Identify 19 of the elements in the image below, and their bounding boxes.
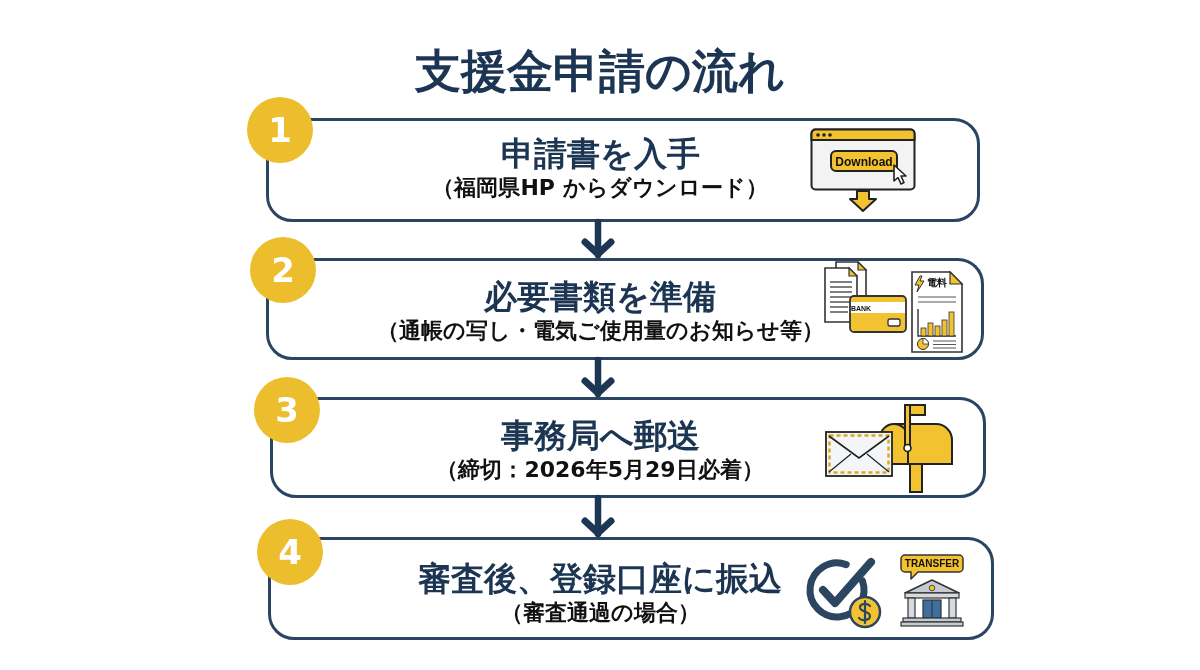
diagram-title: 支援金申請の流れ [415,44,785,100]
step-detail: （通帳の写し・電気ご使用量のお知らせ等） [376,317,824,346]
step-title: 申請書を入手 [500,133,700,175]
step-title: 事務局へ郵送 [500,415,700,457]
icon-label: 電料 [927,278,947,288]
step-number: 2 [250,237,316,303]
step-number: 3 [254,377,320,443]
step-detail: （福岡県HP からダウンロード） [432,174,768,203]
step-number: 1 [247,97,313,163]
arrow [581,218,615,259]
arrow [581,494,615,538]
icon-label: Download [835,155,893,168]
step-title: 審査後、登録口座に振込 [418,558,782,600]
step-detail: （締切：2026年5月29日必着） [436,456,764,485]
step-title: 必要書類を準備 [484,276,716,318]
icon-label: TRANSFER [904,558,960,569]
step-detail: （審査通過の場合） [500,599,700,628]
arrow [581,356,615,398]
step-number: 4 [257,519,323,585]
